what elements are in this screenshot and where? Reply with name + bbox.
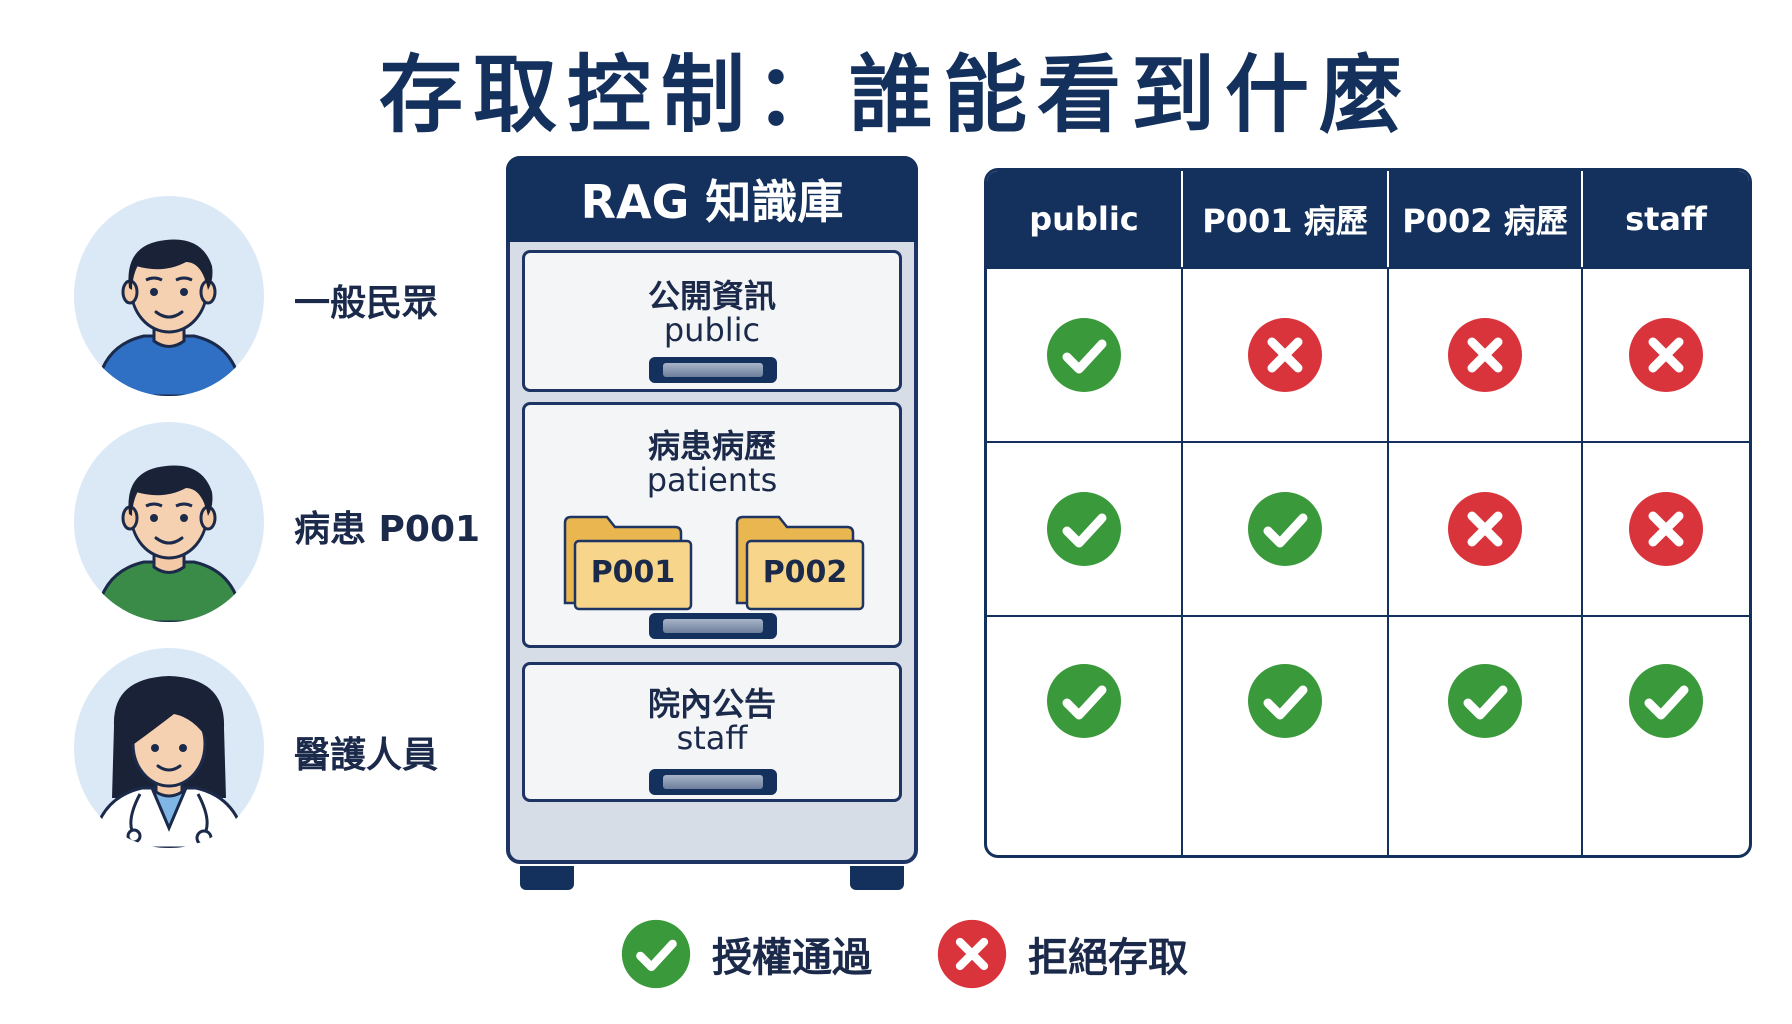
matrix-cell xyxy=(1389,443,1583,615)
person-row: 醫護人員 xyxy=(74,648,494,848)
person-label: 一般民眾 xyxy=(294,283,439,324)
matrix-cell xyxy=(987,269,1183,441)
drawer-public: 公開資訊 public xyxy=(522,250,902,392)
matrix-row xyxy=(987,615,1749,855)
matrix-column-header: public xyxy=(987,171,1183,267)
matrix-cell xyxy=(1183,617,1389,855)
cross-icon xyxy=(1246,316,1324,394)
check-icon xyxy=(1246,662,1324,740)
rag-knowledge-cabinet: RAG 知識庫 公開資訊 public 病患病歷 patients P001 P… xyxy=(506,156,918,890)
check-icon xyxy=(1246,490,1324,568)
matrix-column-header: P001 病歷 xyxy=(1183,171,1389,267)
check-icon xyxy=(1045,316,1123,394)
person-label: 病患 P001 xyxy=(294,509,481,550)
person-row: 病患 P001 xyxy=(74,422,494,622)
legend-allow: 授權通過 xyxy=(620,916,872,992)
matrix-cell xyxy=(1583,443,1749,615)
person-label: 醫護人員 xyxy=(294,735,439,776)
matrix-cell xyxy=(1389,617,1583,855)
page-title: 存取控制：誰能看到什麼 xyxy=(378,46,1413,144)
man-avatar-icon xyxy=(74,196,264,396)
check-icon xyxy=(620,918,692,990)
check-icon xyxy=(1045,490,1123,568)
cross-icon xyxy=(1627,316,1705,394)
cabinet-title: RAG 知識庫 xyxy=(506,156,918,242)
matrix-cell xyxy=(1583,617,1749,855)
matrix-cell xyxy=(1583,269,1749,441)
cabinet-foot xyxy=(850,866,904,890)
cross-icon xyxy=(936,918,1008,990)
drawer-subtitle: staff xyxy=(676,719,748,757)
matrix-cell xyxy=(987,617,1183,855)
matrix-cell xyxy=(987,443,1183,615)
check-icon xyxy=(1446,662,1524,740)
cross-icon xyxy=(1446,316,1524,394)
drawer-title: 公開資訊 xyxy=(647,277,776,315)
drawer-handle xyxy=(649,613,777,639)
check-icon xyxy=(1045,662,1123,740)
folder-label: P001 xyxy=(590,555,676,590)
drawer-staff: 院內公告 staff xyxy=(522,662,902,802)
folder-p001: P001 xyxy=(563,515,693,611)
drawer-subtitle: patients xyxy=(646,461,778,499)
matrix-row xyxy=(987,267,1749,441)
drawer-title: 病患病歷 xyxy=(647,427,776,465)
folder-p002: P002 xyxy=(735,515,865,611)
matrix-cell xyxy=(1183,443,1389,615)
matrix-column-header: staff xyxy=(1625,200,1707,238)
check-icon xyxy=(1627,662,1705,740)
matrix-row xyxy=(987,441,1749,615)
matrix-cell xyxy=(1389,269,1583,441)
drawer-subtitle: public xyxy=(663,311,761,349)
legend-allow-label: 授權通過 xyxy=(712,935,872,981)
cross-icon xyxy=(1627,490,1705,568)
cross-icon xyxy=(1446,490,1524,568)
legend-deny-label: 拒絕存取 xyxy=(1028,935,1188,981)
drawer-handle xyxy=(649,357,777,383)
doctor-avatar-icon xyxy=(74,648,264,848)
legend-deny: 拒絕存取 xyxy=(936,916,1188,992)
folder-icon xyxy=(563,515,693,611)
person-row: 一般民眾 xyxy=(74,196,494,396)
matrix-column-header: P002 病歷 xyxy=(1389,171,1583,267)
cabinet-foot xyxy=(520,866,574,890)
drawer-handle xyxy=(649,769,777,795)
folder-icon xyxy=(735,515,865,611)
drawer-title: 院內公告 xyxy=(647,685,776,723)
drawer-patients: 病患病歷 patients P001 P002 xyxy=(522,402,902,648)
matrix-cell xyxy=(1183,269,1389,441)
folder-label: P002 xyxy=(762,555,848,590)
man-avatar-icon xyxy=(74,422,264,622)
